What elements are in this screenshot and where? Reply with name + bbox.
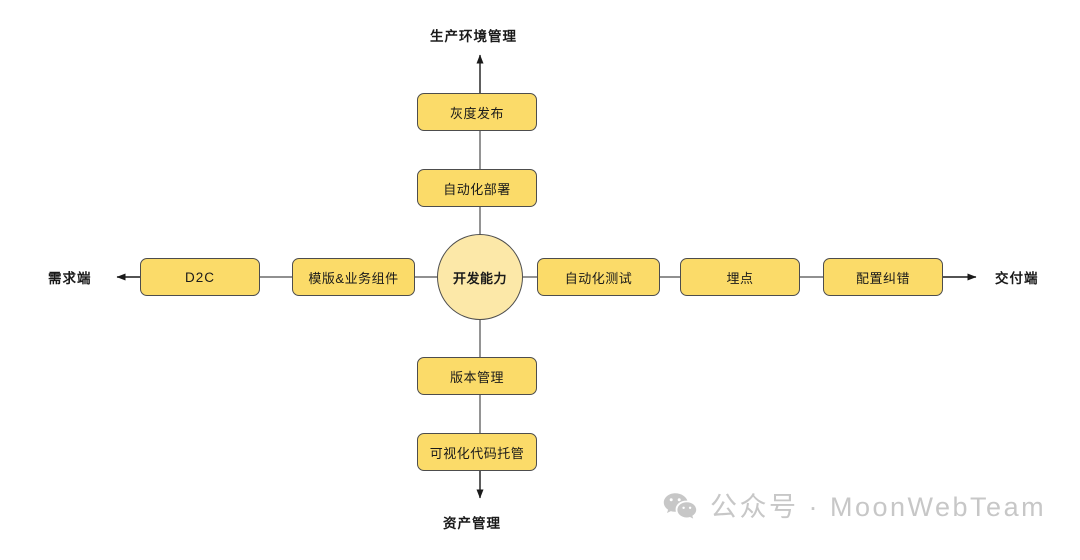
watermark: 公众号 · MoonWebTeam [663,492,1046,522]
hub-development-capability[interactable]: 开发能力 [437,234,523,320]
wechat-icon [663,493,697,519]
node-template-business-components[interactable]: 模版&业务组件 [292,258,415,296]
node-automated-deployment[interactable]: 自动化部署 [417,169,537,207]
endpoint-label-top: 生产环境管理 [430,29,517,44]
node-d2c[interactable]: D2C [140,258,260,296]
endpoint-label-right: 交付端 [995,271,1039,286]
endpoint-label-bottom: 资产管理 [443,516,501,531]
node-tracking-point[interactable]: 埋点 [680,258,800,296]
node-version-management[interactable]: 版本管理 [417,357,537,395]
node-visual-code-hosting[interactable]: 可视化代码托管 [417,433,537,471]
node-gray-release[interactable]: 灰度发布 [417,93,537,131]
endpoint-label-left: 需求端 [48,271,92,286]
node-automated-testing[interactable]: 自动化测试 [537,258,660,296]
node-config-error-correction[interactable]: 配置纠错 [823,258,943,296]
watermark-text: 公众号 · MoonWebTeam [710,491,1047,522]
